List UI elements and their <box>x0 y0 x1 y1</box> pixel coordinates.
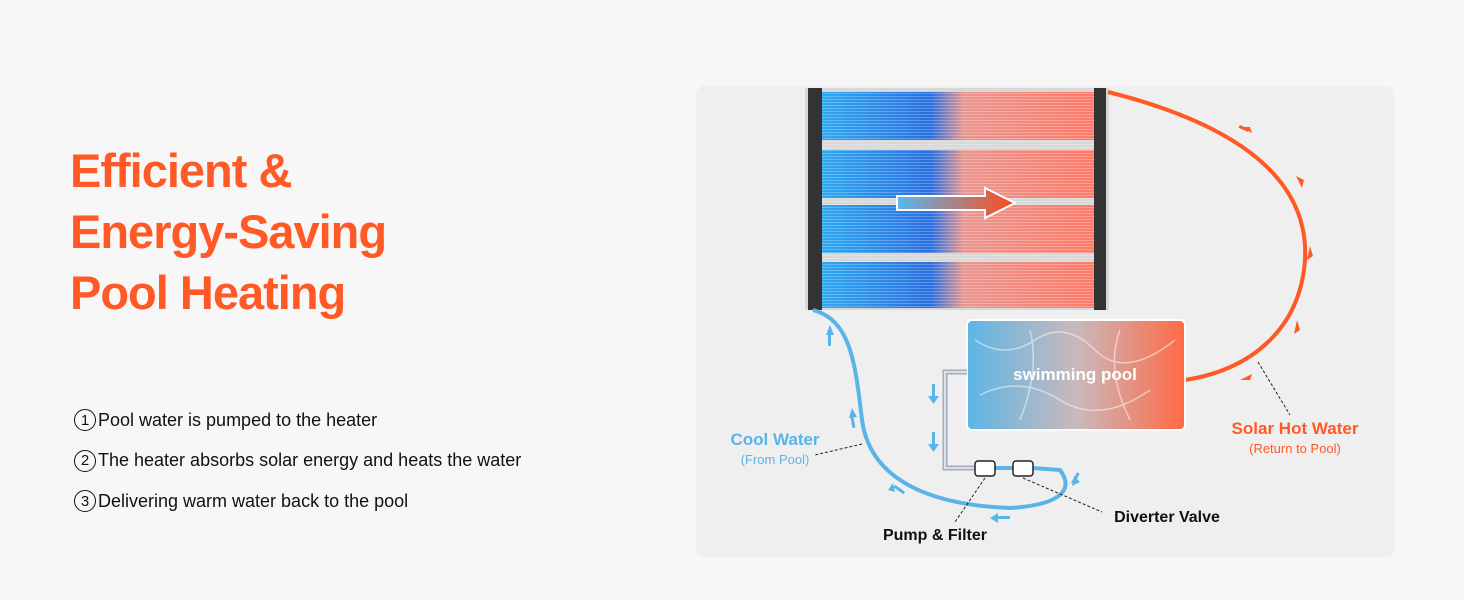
step-number: 3 <box>74 490 96 513</box>
step-number: 2 <box>74 449 96 472</box>
cool-water-sublabel: (From Pool) <box>741 452 810 467</box>
step-text: The heater absorbs solar energy and heat… <box>98 450 522 471</box>
diverter-valve-icon <box>1012 460 1034 477</box>
pump-filter-label: Pump & Filter <box>883 527 987 544</box>
step-number: 1 <box>74 409 96 432</box>
step-text: Pool water is pumped to the heater <box>98 409 378 430</box>
hot-flow-arrows-icon <box>1238 124 1313 380</box>
step-text: Delivering warm water back to the pool <box>98 490 409 511</box>
title-line: Efficient & <box>70 144 292 197</box>
pump-filter-icon <box>974 460 996 477</box>
hot-water-pipe <box>1107 90 1308 382</box>
down-arrows-icon <box>928 384 939 452</box>
page-title: Efficient & Energy-Saving Pool Heating <box>70 140 387 323</box>
title-line: Energy-Saving <box>70 205 387 258</box>
swimming-pool: swimming pool <box>966 319 1186 431</box>
solar-panel <box>805 88 1109 310</box>
hot-water-sublabel: (Return to Pool) <box>1249 441 1341 456</box>
diverter-valve-label: Diverter Valve <box>1114 509 1220 526</box>
cool-water-pipe <box>812 308 1068 511</box>
leader-lines <box>814 361 1291 523</box>
pool-label: swimming pool <box>1013 365 1137 384</box>
flow-arrow-icon <box>896 186 1018 220</box>
hot-water-label: Solar Hot Water <box>1232 419 1359 438</box>
cool-flow-arrows-icon <box>826 325 1080 523</box>
title-line: Pool Heating <box>70 266 346 319</box>
cool-water-label: Cool Water <box>730 430 819 449</box>
